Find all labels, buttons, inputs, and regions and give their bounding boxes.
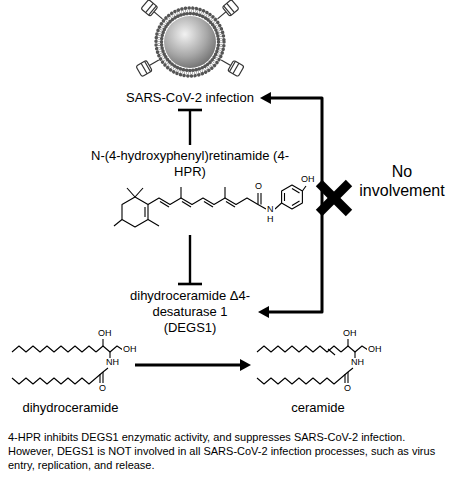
virus-particle (136, 0, 244, 77)
sphingolipid-structures (12, 339, 368, 384)
node-text: N-(4-hydroxyphenyl)retinamide (4-HPR) (82, 148, 298, 180)
product-label: ceramide (253, 330, 383, 418)
annotation-text: No involvement (356, 162, 448, 200)
connector-line (268, 98, 322, 312)
atom-label: OH (300, 175, 316, 184)
enzyme-label: dihydroceramide Δ4-desaturase 1 (DEGS1) (125, 286, 255, 338)
substrate-label: dihydroceramide (8, 330, 133, 418)
alkyl-chain (257, 346, 341, 352)
connector-line (135, 364, 241, 367)
outcome-label: SARS-CoV-2 infection (123, 88, 257, 108)
atom-label: N (266, 205, 275, 214)
arrow-head (258, 306, 269, 318)
atom-label: O (254, 182, 263, 191)
arrow-head (260, 92, 271, 104)
atom-label: O (98, 384, 107, 393)
atom-label: H (266, 215, 275, 224)
atom-label: OH (122, 345, 138, 354)
node-text: dihydroceramide (22, 400, 118, 416)
figure-caption: 4-HPR inhibits DEGS1 enzymatic activity,… (8, 430, 442, 472)
retinamide-structure (114, 185, 306, 227)
node-text: SARS-CoV-2 infection (126, 90, 254, 106)
atom-label: OH (367, 345, 383, 354)
connector (178, 110, 202, 145)
connector (178, 235, 202, 284)
alkyl-chain (12, 378, 96, 384)
atom-label: OH (342, 329, 358, 338)
alkyl-chain (257, 378, 341, 384)
node-text: dihydroceramide Δ4-desaturase 1 (DEGS1) (128, 288, 252, 336)
connector (258, 92, 322, 318)
connector-line (189, 110, 191, 145)
atom-label: NH (350, 358, 365, 367)
atom-label: O (343, 384, 352, 393)
atom-label: NH (105, 358, 120, 367)
node-text: ceramide (291, 400, 344, 416)
connector (135, 359, 251, 371)
connector-line (189, 235, 191, 284)
alkyl-chain (12, 346, 96, 352)
atom-label: OH (97, 329, 113, 338)
arrow-head (240, 359, 251, 371)
